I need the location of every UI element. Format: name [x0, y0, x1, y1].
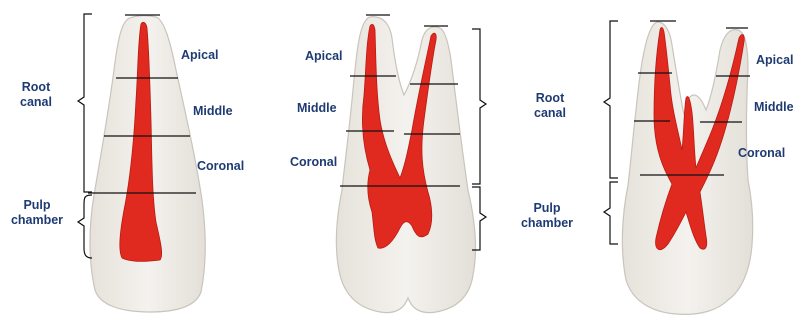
left-pulp-chamber-label: Pulp chamber: [4, 198, 70, 228]
right-pulp-chamber-bracket: [604, 182, 618, 244]
left-root-canal-bracket: [78, 14, 92, 192]
right-pulp-chamber-label: Pulp chamber: [514, 201, 580, 231]
right-middle-label: Middle: [754, 100, 794, 115]
left-coronal-label: Coronal: [197, 159, 244, 174]
middle-coronal-label: Coronal: [290, 155, 337, 170]
right-apical-label: Apical: [756, 53, 794, 68]
middle-apical-label: Apical: [305, 49, 343, 64]
right-root-canal-bracket: [604, 21, 618, 178]
right-root-canal-label: Root canal: [520, 91, 580, 121]
left-root-canal-label: Root canal: [6, 80, 66, 110]
right-coronal-label: Coronal: [738, 146, 785, 161]
middle-root-canal-bracket: [472, 29, 486, 184]
right-tooth: [604, 21, 753, 314]
left-middle-label: Middle: [193, 104, 233, 119]
middle-middle-label: Middle: [297, 101, 337, 116]
middle-tooth: [336, 15, 486, 313]
left-apical-label: Apical: [181, 48, 219, 63]
